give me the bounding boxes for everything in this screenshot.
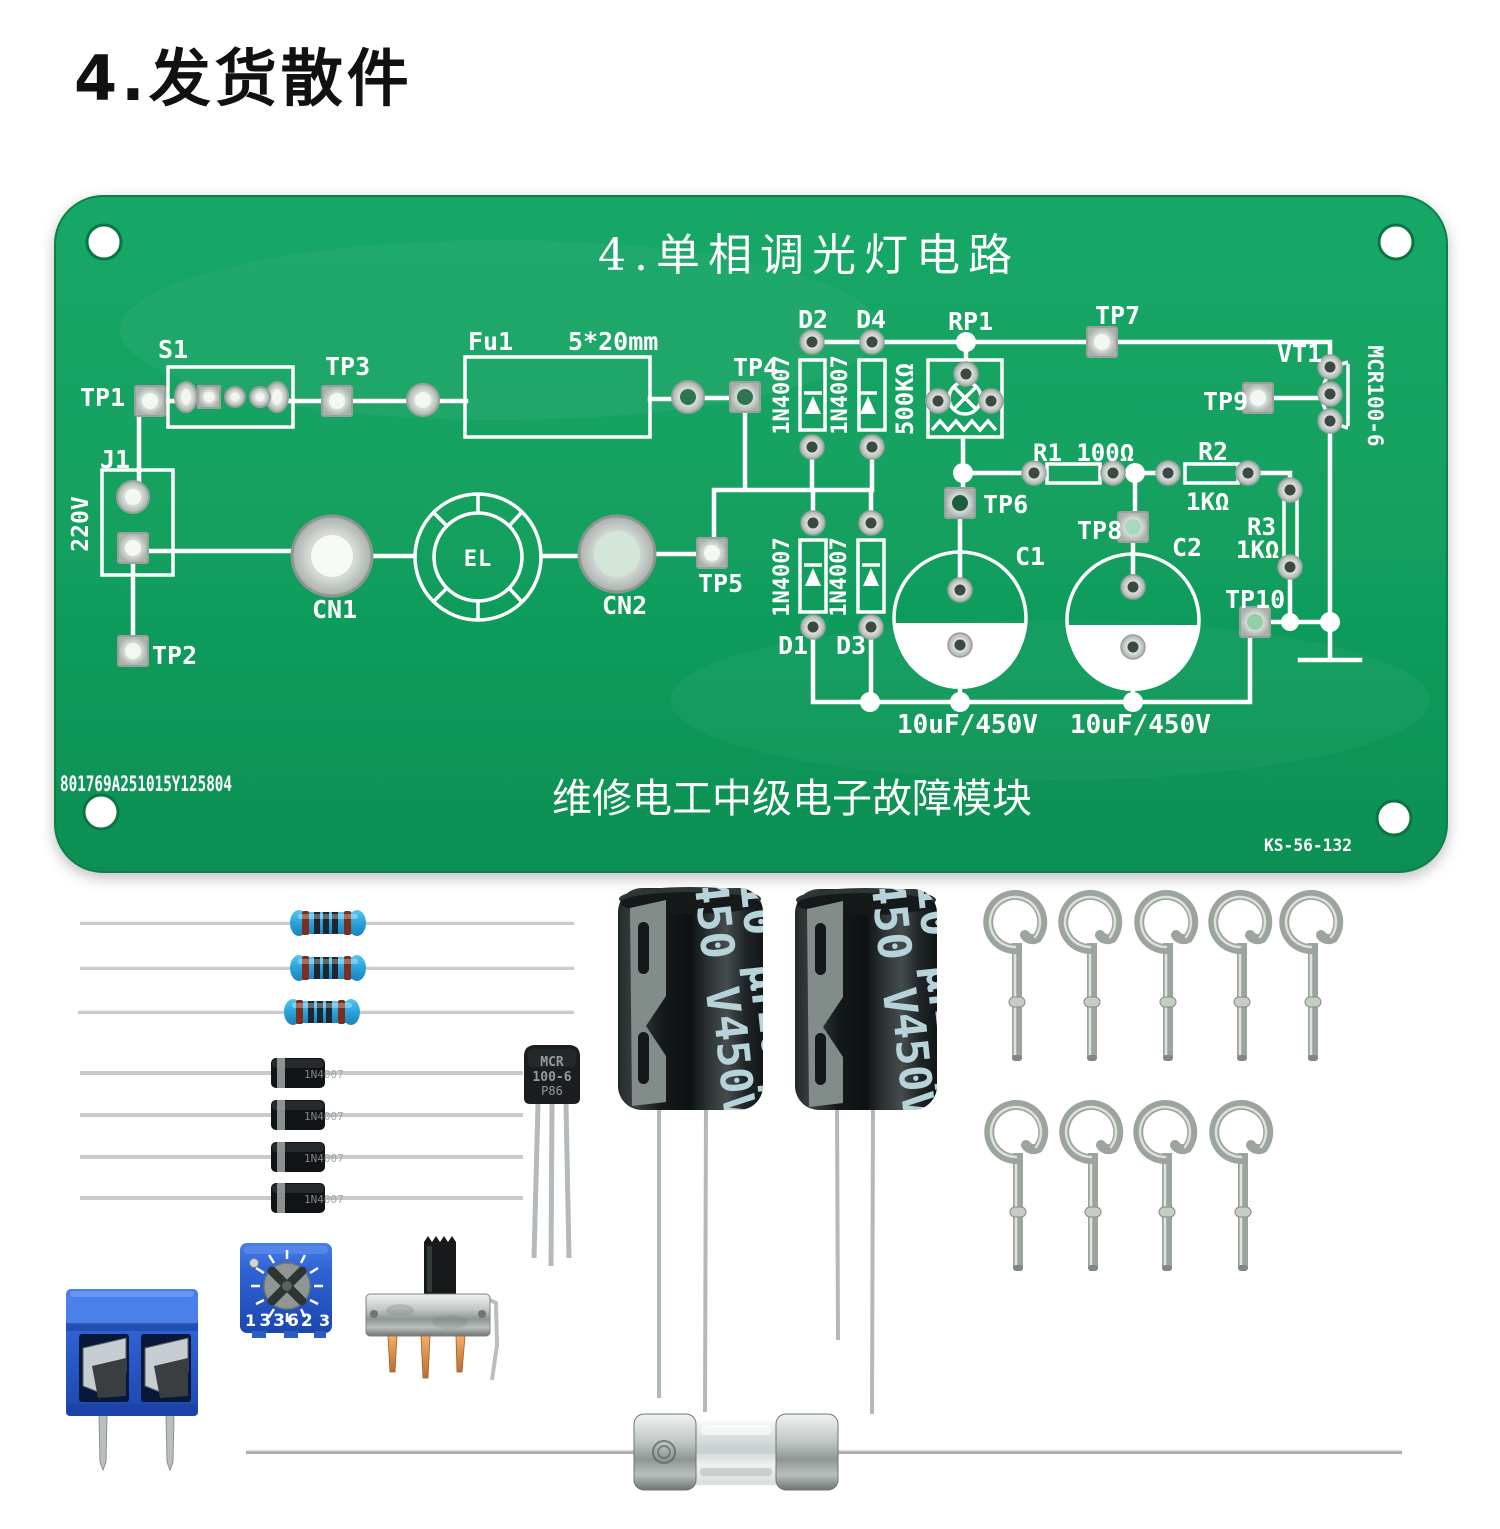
silk-label-tp6: TP6	[983, 490, 1028, 519]
silk-label-d3-type: 1N4007	[827, 537, 852, 616]
silk-label-tp8: TP8	[1077, 516, 1122, 545]
capacitor-1: 10 µF 450 V 10 µF 450V	[618, 887, 765, 1413]
terminal-block	[66, 1289, 198, 1472]
transistor-marking-line3: P86	[541, 1084, 563, 1098]
pcb-board: 4.单相调光灯电路 维修电工中级电子故障模块 801769A251015Y125…	[54, 195, 1448, 873]
silk-label-tp5: TP5	[698, 569, 743, 598]
cap2-marking-uf2: 10 µF	[925, 1004, 983, 1129]
silk-label-tp3: TP3	[325, 352, 370, 381]
silk-label-220v: 220V	[68, 496, 94, 552]
silk-label-d1-type: 1N4007	[770, 537, 795, 616]
trimmer-pin1-label: 1	[245, 1311, 256, 1330]
resistor-3	[78, 999, 574, 1025]
silk-label-r2-value: 1KΩ	[1186, 488, 1229, 516]
silk-label-d4: D4	[856, 305, 886, 334]
mounting-holes	[82, 223, 1415, 837]
diode-3: 1N4007	[80, 1142, 523, 1172]
silk-label-d1: D1	[778, 631, 808, 660]
eye-pin-2	[1063, 895, 1117, 1061]
resistor-1	[80, 910, 574, 936]
eye-pin-5	[1284, 895, 1338, 1061]
silk-label-fu1: Fu1	[468, 327, 513, 356]
silk-label-el: EL	[464, 547, 493, 572]
kit-parts: 1N4007 1N4007 1N4007 1N4007	[66, 887, 1402, 1491]
transistor-marking-line1: MCR	[540, 1055, 564, 1070]
silk-label-vt1-type: MCR100-6	[1363, 345, 1387, 446]
silk-label-cn2: CN2	[602, 591, 647, 620]
diode-marking: 1N4007	[304, 1068, 344, 1081]
capacitor-2: 10 µF 450 V 10 µF 450V	[795, 888, 983, 1415]
diode-marking: 1N4007	[304, 1193, 344, 1206]
transistor-marking-line2: 100-6	[532, 1070, 571, 1085]
cap1-marking-v2: 450V	[703, 1012, 765, 1123]
trimmer-potentiometer: 1 3362 3	[240, 1243, 332, 1338]
eye-pin-1	[988, 895, 1042, 1061]
transistor: MCR 100-6 P86	[524, 1045, 580, 1267]
silk-label-s1: S1	[158, 335, 188, 364]
silk-label-r3-value: 1KΩ	[1236, 536, 1279, 564]
eye-pin-8	[1138, 1105, 1192, 1271]
silk-label-tp1: TP1	[80, 383, 125, 412]
silk-label-c2: C2	[1172, 533, 1202, 562]
eye-pin-7	[1064, 1105, 1118, 1271]
silk-label-d4-type: 1N4007	[828, 355, 853, 434]
silk-label-c2-value: 10uF/450V	[1070, 710, 1211, 740]
trimmer-model-label: 3362	[259, 1311, 314, 1331]
page-title: 4.发货散件	[74, 42, 413, 115]
silk-label-d3: D3	[836, 631, 866, 660]
silk-label-r2: R2	[1198, 437, 1228, 466]
resistor-2	[80, 955, 574, 981]
silk-label-c1: C1	[1015, 542, 1045, 571]
silk-label-j1: J1	[100, 445, 130, 474]
eye-pin-9	[1214, 1105, 1268, 1271]
silk-label-tp2: TP2	[152, 641, 197, 670]
silk-label-rp1-value: 500KΩ	[891, 363, 919, 435]
diode-2: 1N4007	[80, 1100, 523, 1130]
silk-label-tp4: TP4	[733, 353, 778, 382]
silk-label-tp7: TP7	[1095, 301, 1140, 330]
diode-1: 1N4007	[80, 1058, 523, 1088]
diode-marking: 1N4007	[304, 1152, 344, 1165]
cap2-marking-v2: 450V	[882, 1010, 944, 1121]
eye-pin-4	[1213, 895, 1267, 1061]
pcb-pads	[116, 326, 1343, 667]
slide-switch	[365, 1236, 500, 1381]
silk-label-fuse-size: 5*20mm	[568, 327, 658, 356]
pcb-board-code: KS-56-132	[1264, 836, 1352, 856]
silk-label-vt1: VT1	[1277, 339, 1322, 368]
pcb-silkscreen-traces	[130, 332, 1363, 712]
trimmer-pin3-label: 3	[319, 1311, 330, 1330]
fuse	[246, 1413, 1402, 1491]
silk-label-tp9: TP9	[1203, 387, 1248, 416]
eye-pin-6	[989, 1105, 1043, 1271]
silk-label-tp10: TP10	[1225, 585, 1285, 614]
eye-pin-3	[1139, 895, 1193, 1061]
diode-marking: 1N4007	[304, 1110, 344, 1123]
silk-label-cn1: CN1	[312, 595, 357, 624]
silk-label-c1-value: 10uF/450V	[897, 710, 1038, 740]
pcb-footer: 维修电工中级电子故障模块	[552, 776, 1032, 822]
silk-label-d2-type: 1N4007	[770, 355, 795, 434]
silk-label-r3: R3	[1247, 513, 1276, 541]
pcb-title: 4.单相调光灯电路	[598, 230, 1020, 281]
diode-4: 1N4007	[80, 1183, 523, 1213]
silk-label-r1: R1 100Ω	[1033, 439, 1134, 467]
silk-label-rp1: RP1	[948, 307, 993, 336]
silk-label-d2: D2	[798, 305, 828, 334]
pcb-serial: 801769A251015Y125804	[60, 772, 232, 796]
pcb-silkscreen-text: 4.单相调光灯电路 维修电工中级电子故障模块 801769A251015Y125…	[60, 230, 1387, 856]
